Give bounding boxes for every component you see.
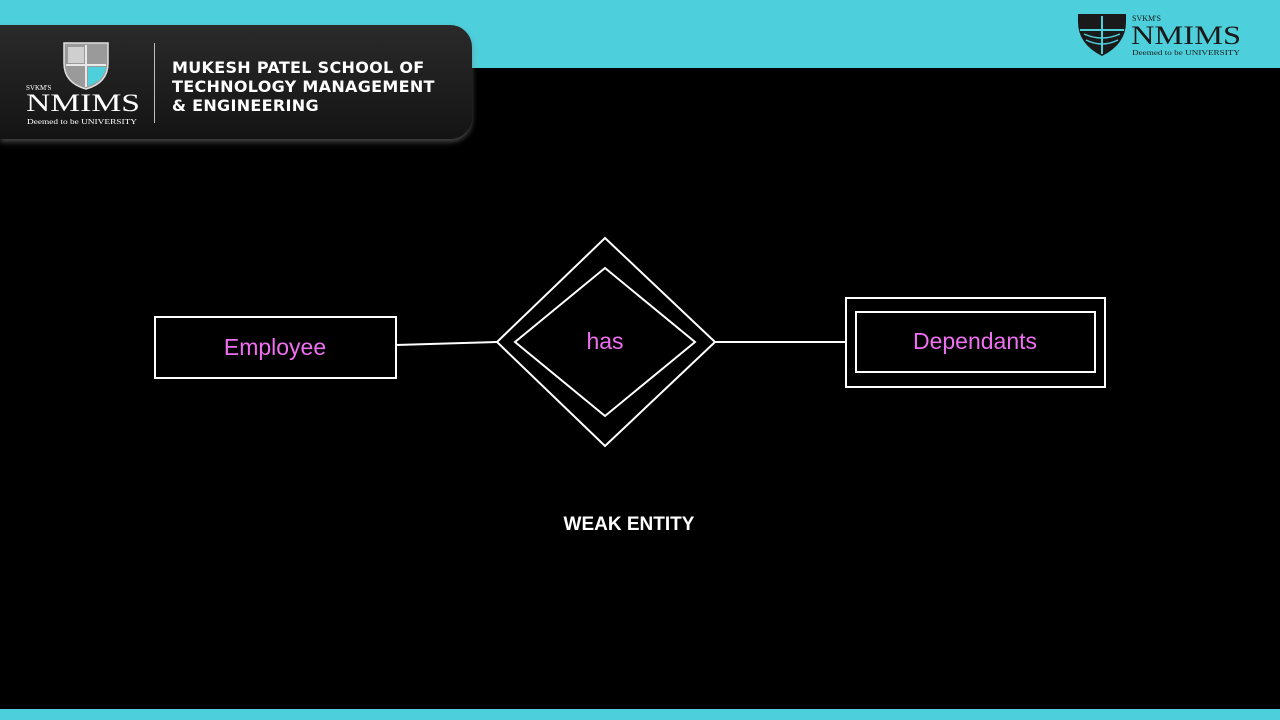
corner-logo-name: NMIMS [1131,21,1241,50]
entity-employee-box [154,316,397,379]
school-name: MUKESH PATEL SCHOOL OF TECHNOLOGY MANAGE… [172,58,472,115]
school-name-line-2: TECHNOLOGY MANAGEMENT [172,77,435,96]
weak-entity-dependants: Dependants [845,297,1106,388]
identifying-relationship-has: has [495,236,717,448]
corner-logo-tagline: Deemed to be UNIVERSITY [1132,49,1240,57]
relationship-inner-diamond [513,266,697,418]
shield-icon [63,42,109,90]
entity-employee-label: Employee [224,334,326,360]
weak-entity-inner-box [855,311,1096,373]
logo-tagline: Deemed to be UNIVERSITY [27,118,137,126]
corner-shield-icon [1078,14,1126,56]
diagram-caption: WEAK ENTITY [563,514,695,535]
corner-nmims-logo: SVKM'S NMIMS Deemed to be UNIVERSITY [1078,14,1241,57]
school-name-line-3: & ENGINEERING [172,96,319,115]
logo-top-text: SVKM'S [26,84,51,92]
school-name-line-1: MUKESH PATEL SCHOOL OF [172,58,425,77]
bottom-accent-band [0,709,1280,720]
entity-employee: Employee [154,316,397,379]
connector-employee-has [395,341,498,346]
header-divider [154,43,155,123]
relationship-has-label: has [586,328,623,354]
corner-logo-top-text: SVKM'S [1132,14,1161,23]
nmims-logo: SVKM'S NMIMS Deemed to be UNIVERSITY [26,42,140,126]
weak-entity-dependants-label: Dependants [913,328,1037,354]
logo-name: NMIMS [26,90,140,117]
school-header-card: SVKM'S NMIMS Deemed to be UNIVERSITY MUK… [0,25,472,139]
